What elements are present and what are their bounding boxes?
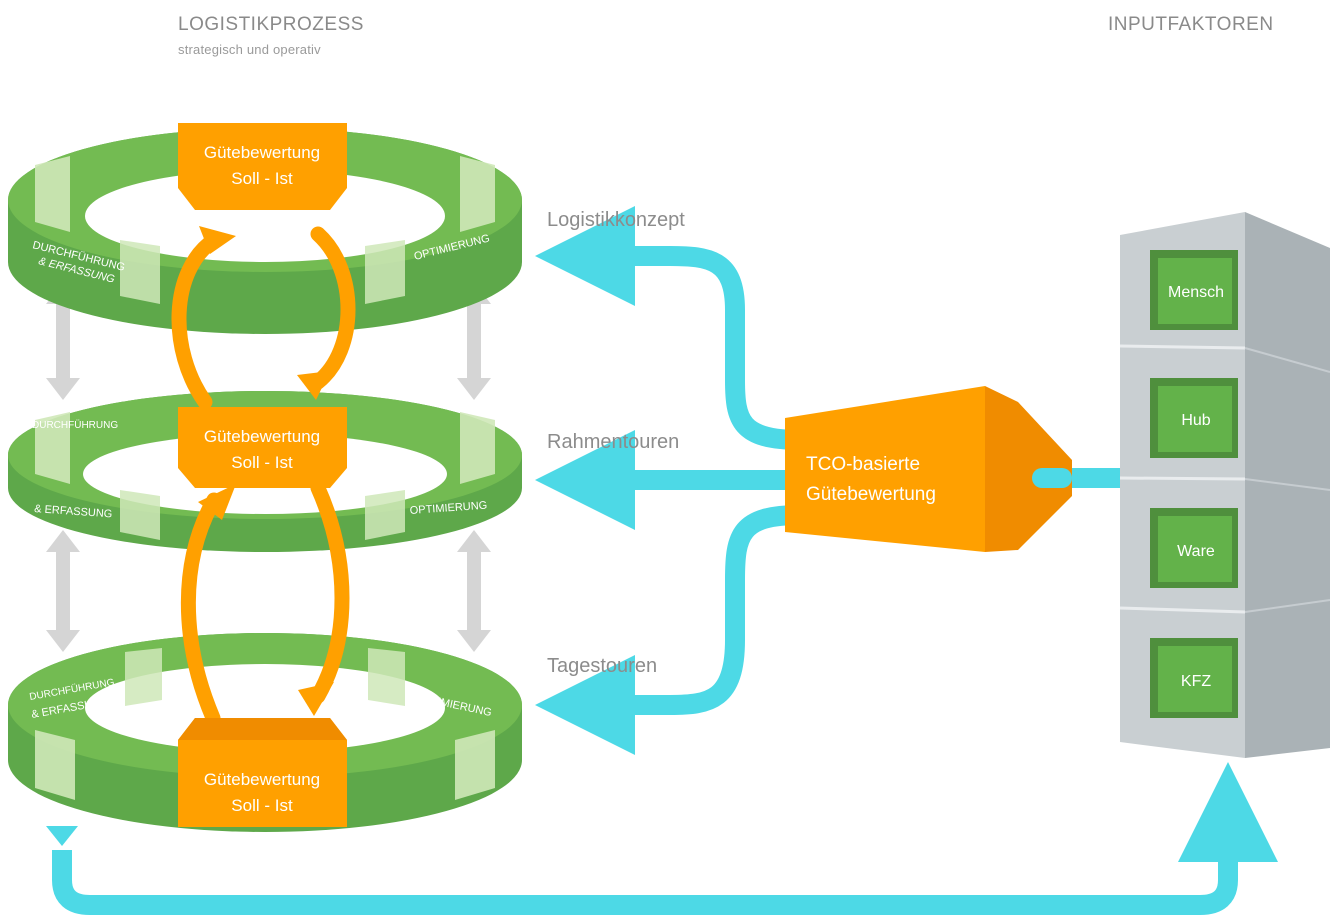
logistikprozess-heading: LOGISTIKPROZESS (178, 14, 364, 35)
factor-tile-hub: Hub (1150, 378, 1238, 458)
ring-link-arrows (46, 282, 491, 652)
ring2-right-label: OPTIMIERUNG (409, 500, 487, 517)
cycle-arrow-up-lower (180, 492, 222, 726)
evaluation-box-bottom-line2: Soll - Ist (231, 796, 293, 815)
process-ring-strategic: DURCHFÜHRUNG & ERFASSUNG OPTIMIERUNG (8, 128, 522, 334)
cycle-arrow-up-upper (171, 232, 222, 410)
double-arrow-right-upper (457, 282, 491, 400)
flow-tagestouren-arrow (535, 505, 801, 755)
flow-label-logistikkonzept: Logistikkonzept (547, 209, 685, 231)
factor-tile-ware: Ware (1150, 508, 1238, 588)
cycle-arrow-down-upper (310, 226, 356, 390)
logistikprozess-subheading: strategisch und operativ (178, 42, 321, 57)
tco-box-line1: TCO-basierte (806, 454, 920, 475)
evaluation-box-bottom: Gütebewertung Soll - Ist (178, 718, 347, 827)
factor-label-hub: Hub (1181, 412, 1210, 429)
factor-tile-mensch: Mensch (1150, 250, 1238, 330)
tco-evaluation-box: TCO-basierte Gütebewertung (785, 386, 1072, 552)
factor-label-kfz: KFZ (1181, 673, 1211, 690)
evaluation-box-top-line1: Gütebewertung (204, 143, 320, 162)
flow-connectors (46, 206, 1278, 915)
cycle-arrow-down-lower (310, 480, 350, 704)
feedback-loop-start-head (46, 826, 78, 846)
double-arrow-right-lower (457, 530, 491, 652)
tco-connector-stub (1032, 468, 1072, 488)
factor-tile-kfz: KFZ (1150, 638, 1238, 718)
input-factor-tower (1119, 212, 1330, 758)
flow-label-tagestouren: Tagestouren (547, 655, 657, 677)
tco-box-line2: Gütebewertung (806, 484, 936, 505)
factor-label-mensch: Mensch (1168, 284, 1224, 301)
flow-label-rahmentouren: Rahmentouren (547, 431, 679, 453)
evaluation-box-middle-line1: Gütebewertung (204, 427, 320, 446)
evaluation-box-middle: Gütebewertung Soll - Ist (178, 407, 347, 488)
ghost-label-line1: TCO-basierte (806, 295, 908, 314)
evaluation-box-top: Gütebewertung Soll - Ist (178, 123, 347, 210)
flow-logistikkonzept-arrow (535, 206, 801, 450)
process-ring-daily-tours: DURCHFÜHRUNG & ERFASSUNG OPTIMIERUNG (8, 633, 522, 832)
inputfaktoren-heading: INPUTFAKTOREN (1108, 14, 1274, 35)
evaluation-cycle-arrows (171, 226, 356, 726)
ring2-left-label-line2: & ERFASSUNG (34, 503, 113, 520)
double-arrow-left-upper (46, 282, 80, 400)
evaluation-box-middle-line2: Soll - Ist (231, 453, 293, 472)
factor-label-ware: Ware (1177, 543, 1215, 560)
feedback-loop-arrow (52, 762, 1278, 915)
evaluation-box-top-line2: Soll - Ist (231, 169, 293, 188)
double-arrow-left-lower (46, 530, 80, 652)
evaluation-box-bottom-line1: Gütebewertung (204, 770, 320, 789)
ring2-left-label-line1: DURCHFÜHRUNG (32, 419, 118, 431)
ghost-label-line2: Gütebewertung (806, 325, 922, 344)
